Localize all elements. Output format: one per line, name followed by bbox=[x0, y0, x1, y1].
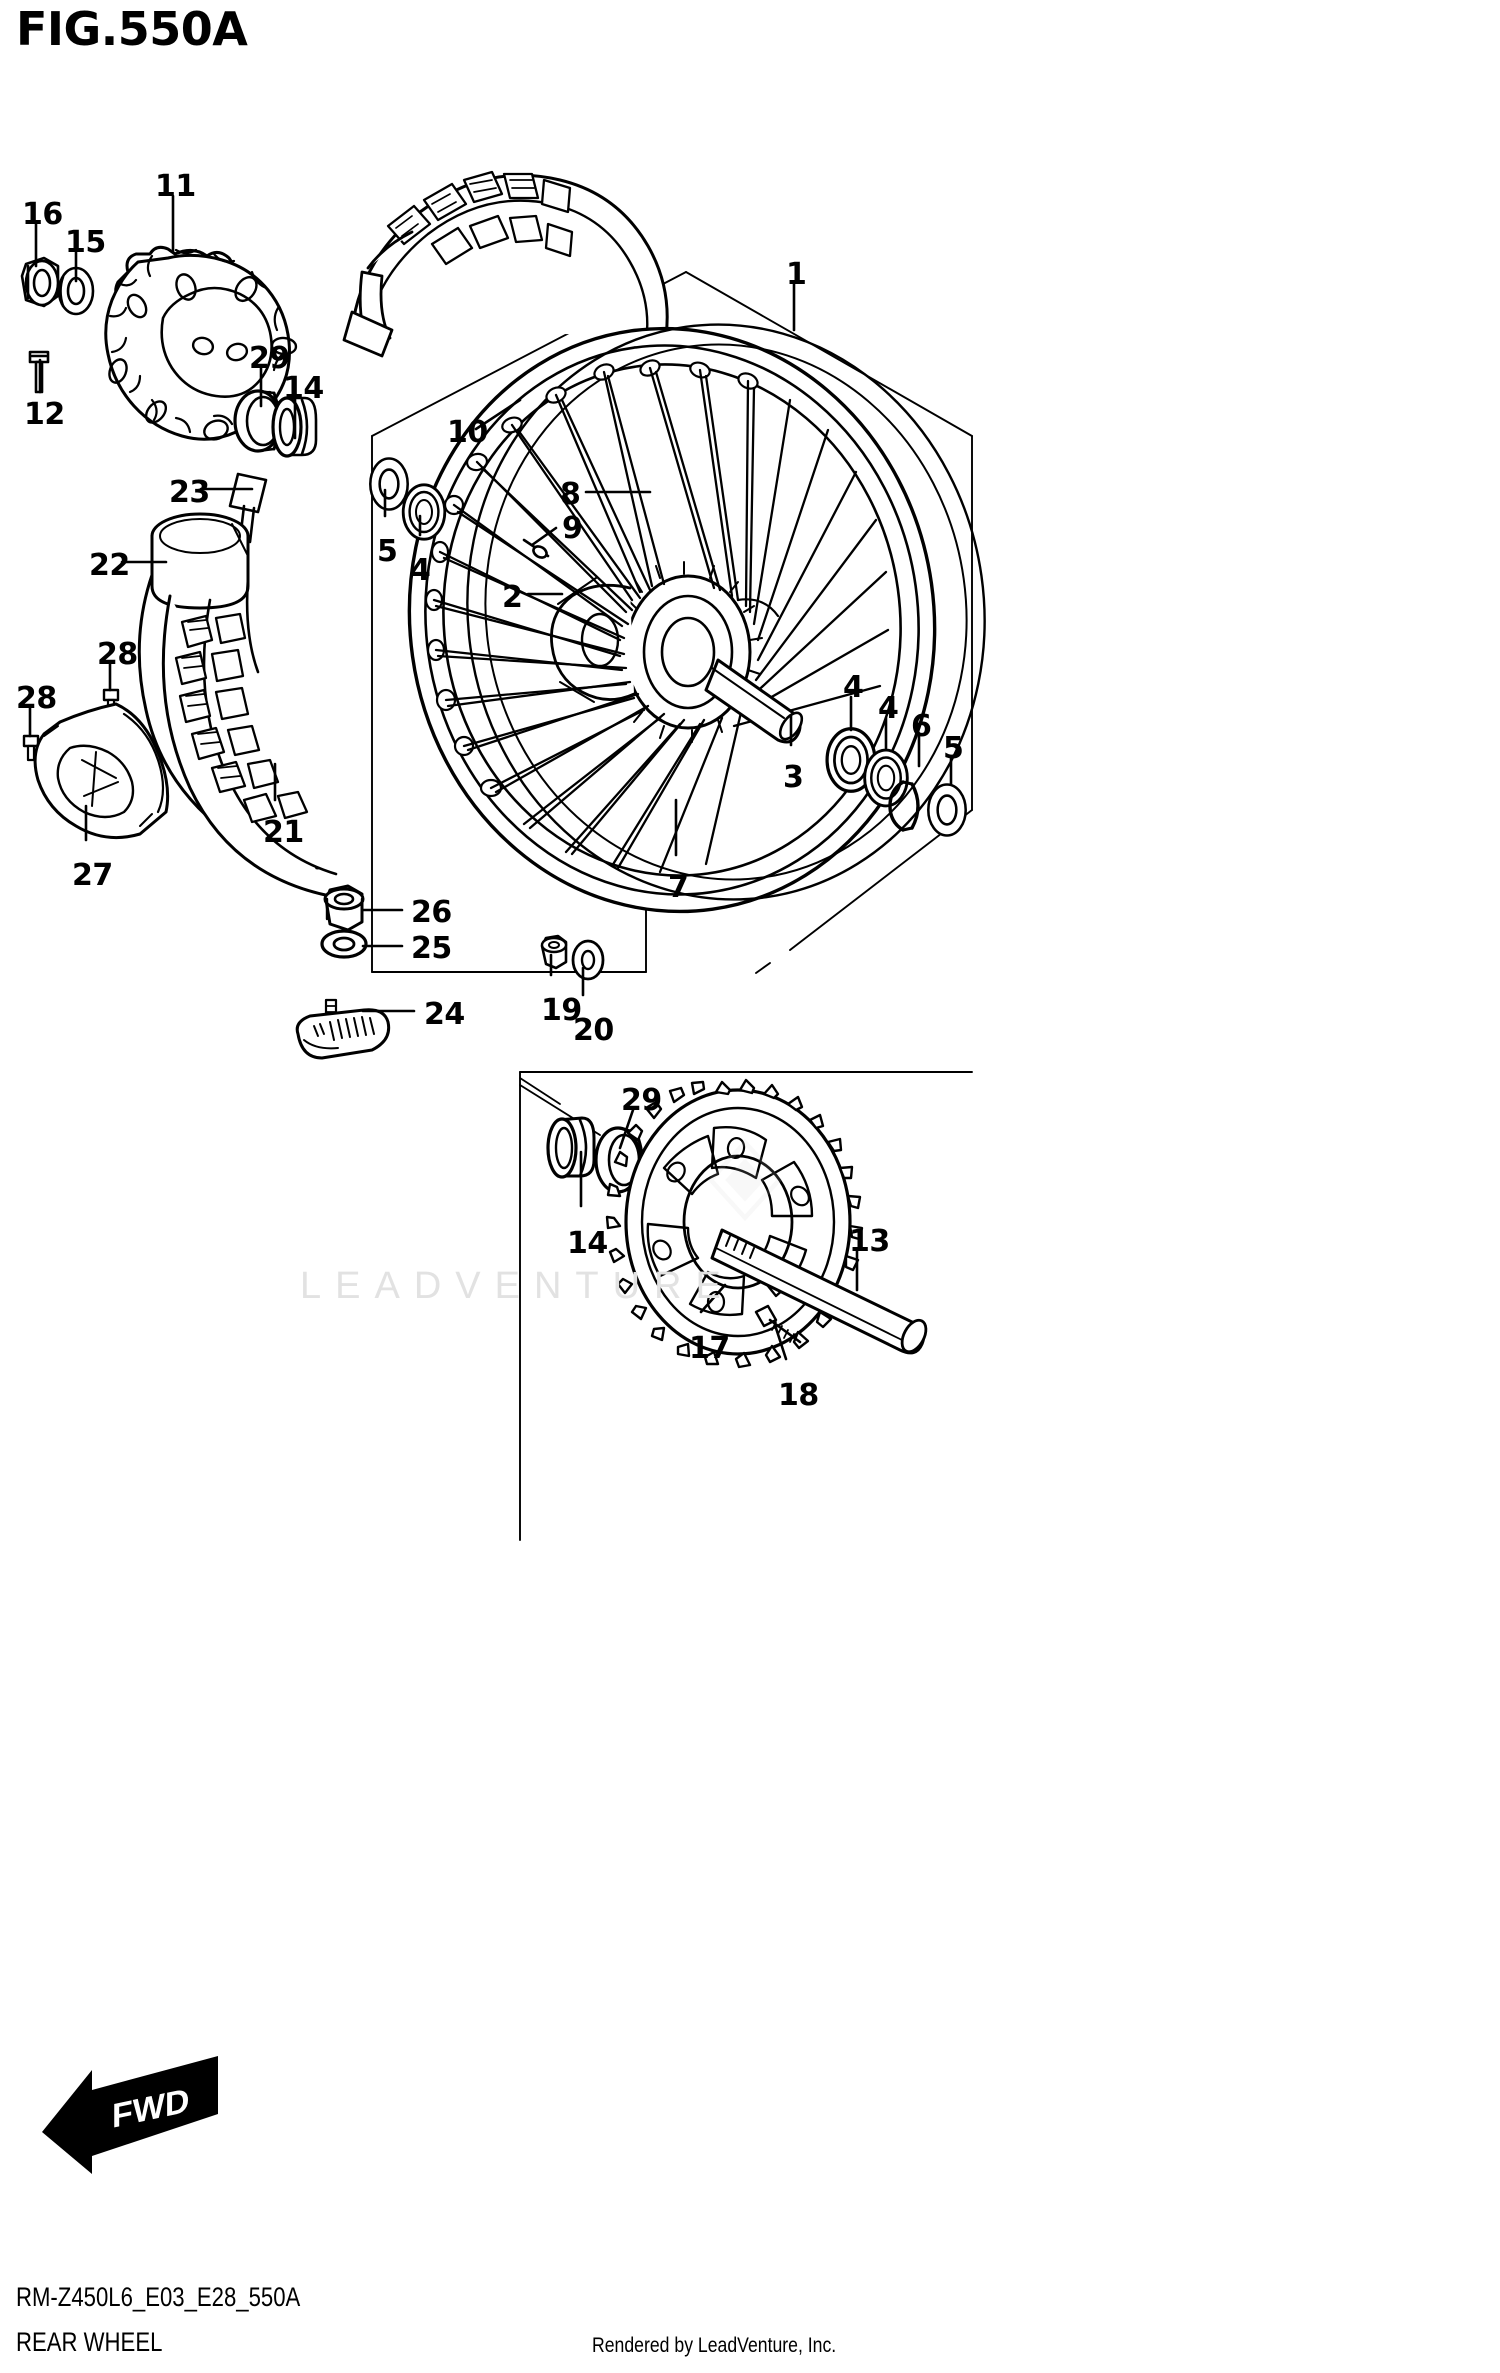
callout-washer[interactable]: 15 bbox=[65, 225, 106, 260]
leader-29b bbox=[618, 1108, 635, 1150]
leader-line-layer bbox=[28, 194, 953, 1361]
callout-spacer-left[interactable]: 5 bbox=[377, 534, 398, 569]
leader-10 bbox=[474, 398, 522, 431]
footer-section-name: REAR WHEEL bbox=[16, 2327, 163, 2357]
callout-spacer[interactable]: 14 bbox=[283, 371, 324, 406]
callout-cush-washer[interactable]: 20 bbox=[573, 1013, 614, 1048]
callout-rear-sprocket[interactable]: 17 bbox=[689, 1331, 730, 1366]
callout-axle-spacer[interactable]: 3 bbox=[783, 760, 804, 795]
callout-spoke-inner[interactable]: 8 bbox=[560, 477, 581, 512]
callout-rim-lock-washer[interactable]: 25 bbox=[411, 931, 452, 966]
part-19-nut bbox=[540, 934, 568, 970]
callout-tire[interactable]: 21 bbox=[263, 815, 304, 850]
callout-guard-bolt-lower[interactable]: 28 bbox=[16, 681, 57, 716]
part-25-rim-lock-washer bbox=[320, 929, 368, 959]
callout-disc-guard[interactable]: 27 bbox=[72, 858, 113, 893]
callout-tire-valve-cap[interactable]: 23 bbox=[169, 475, 210, 510]
tire-section-upper bbox=[342, 170, 669, 358]
leader-18 bbox=[773, 1323, 788, 1361]
part-6-circlip bbox=[888, 780, 920, 832]
callout-rim-lock-nut[interactable]: 26 bbox=[411, 895, 452, 930]
fwd-direction-badge: FWD bbox=[42, 2056, 218, 2174]
watermark-logo bbox=[707, 1138, 783, 1222]
part-9-nipple bbox=[522, 538, 550, 559]
part-4a-bearing bbox=[401, 483, 447, 541]
part-13-rear-axle bbox=[710, 1228, 928, 1355]
callout-spacer-right[interactable]: 5 bbox=[943, 731, 964, 766]
callout-nipple[interactable]: 9 bbox=[562, 511, 583, 546]
callout-cush-nut[interactable]: 19 bbox=[541, 993, 582, 1028]
page-title: FIG.550A bbox=[16, 2, 248, 56]
part-21-tire bbox=[161, 594, 338, 898]
callout-bearing-right-outer[interactable]: 4 bbox=[878, 691, 899, 726]
callout-bearing-right-inner[interactable]: 4 bbox=[843, 670, 864, 705]
part-26-rim-lock-nut bbox=[323, 884, 365, 932]
callout-brake-disc[interactable]: 11 bbox=[155, 169, 196, 204]
callout-hub[interactable]: 2 bbox=[502, 580, 523, 615]
callout-sprocket-spacer[interactable]: 14 bbox=[567, 1226, 608, 1261]
leader-17 bbox=[699, 1283, 727, 1314]
leader-9 bbox=[530, 526, 558, 547]
part-5b-spacer bbox=[927, 783, 967, 837]
part-1-rear-wheel-assembly bbox=[407, 323, 986, 914]
callout-oil-seal[interactable]: 29 bbox=[249, 341, 290, 376]
part-24-rim-lock bbox=[295, 998, 391, 1060]
callout-rim-lock[interactable]: 24 bbox=[424, 997, 465, 1032]
part-4c-bearing bbox=[863, 748, 909, 808]
callout-valve-stem[interactable]: 10 bbox=[447, 415, 488, 450]
callout-guard-bolt-upper[interactable]: 28 bbox=[97, 637, 138, 672]
callout-circlip[interactable]: 6 bbox=[911, 709, 932, 744]
callout-rim[interactable]: 7 bbox=[668, 870, 689, 905]
part-20-washer bbox=[571, 939, 605, 981]
part-11-brake-disc bbox=[104, 245, 298, 441]
callout-sprocket-bolt[interactable]: 18 bbox=[778, 1378, 819, 1413]
callout-rear-axle[interactable]: 13 bbox=[849, 1224, 890, 1259]
part-8-spokes bbox=[432, 366, 890, 874]
watermark-text: LEADVENTURE bbox=[300, 1265, 735, 1307]
callout-disc-bolt[interactable]: 12 bbox=[24, 397, 65, 432]
callout-inner-tube[interactable]: 22 bbox=[89, 548, 130, 583]
part-14b-spacer bbox=[546, 1116, 596, 1179]
footer-model-code: RM-Z450L6_E03_E28_550A bbox=[16, 2282, 301, 2312]
callout-sprocket-oil-seal[interactable]: 29 bbox=[621, 1083, 662, 1118]
part-27-disc-guard bbox=[33, 702, 170, 840]
callout-axle-nut[interactable]: 16 bbox=[22, 197, 63, 232]
lower-projection-frame bbox=[519, 1077, 561, 1105]
callout-rear-wheel-assembly[interactable]: 1 bbox=[786, 257, 807, 292]
footer-credit: Rendered by LeadVenture, Inc. bbox=[592, 2334, 837, 2357]
callout-bearing-left[interactable]: 4 bbox=[410, 553, 431, 588]
part-5a-spacer bbox=[369, 457, 409, 511]
part-16-axle-nut bbox=[20, 256, 60, 308]
